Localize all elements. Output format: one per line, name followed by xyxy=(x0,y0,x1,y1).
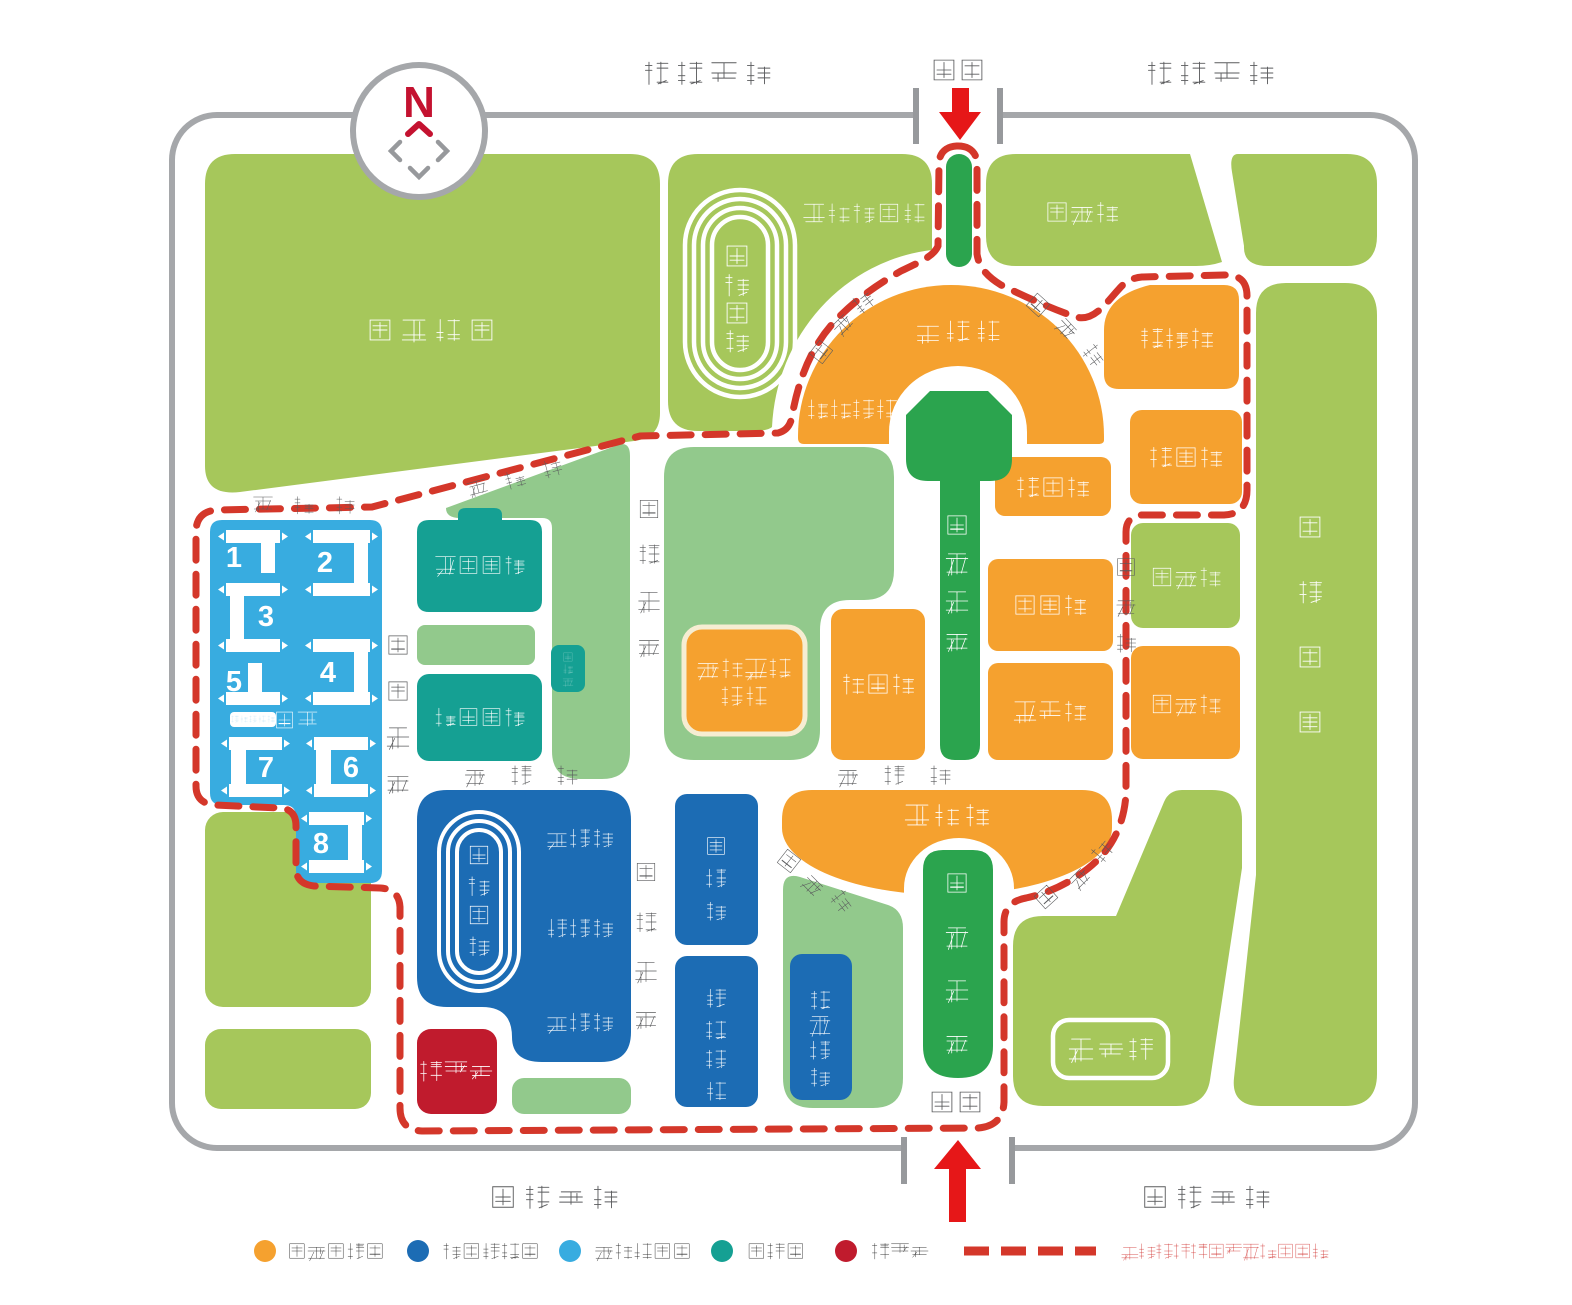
svg-text:N: N xyxy=(403,78,435,127)
svg-text:1: 1 xyxy=(226,542,242,574)
svg-text:5: 5 xyxy=(226,666,242,698)
svg-text:3: 3 xyxy=(258,601,274,633)
svg-text:7: 7 xyxy=(258,752,274,784)
svg-text:2: 2 xyxy=(317,547,333,579)
svg-text:4: 4 xyxy=(320,657,336,689)
svg-text:8: 8 xyxy=(313,828,329,860)
svg-text:6: 6 xyxy=(343,752,359,784)
